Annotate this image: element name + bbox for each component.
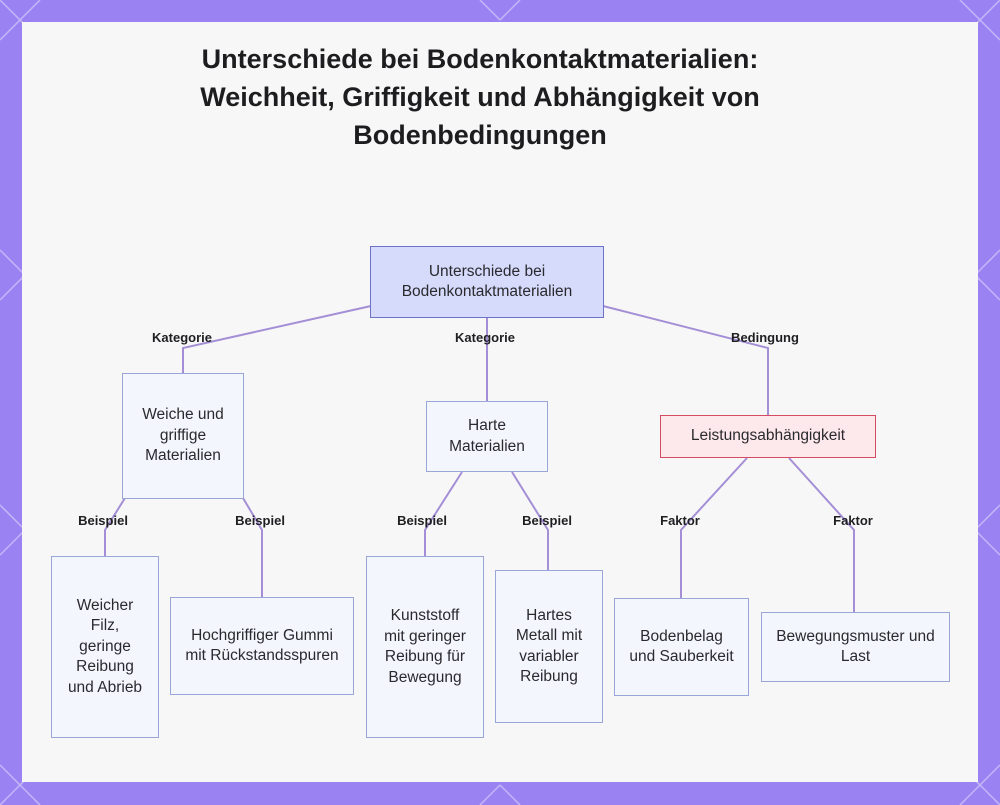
node-floor-label: Bodenbelag und Sauberkeit	[629, 627, 734, 666]
edge-root-perf	[602, 305, 769, 415]
edge-root-soft	[182, 305, 372, 373]
node-performance-dependency-label: Leistungsabhängigkeit	[690, 427, 846, 445]
edge-label-root-soft: Kategorie	[152, 330, 212, 345]
edge-label-hard-metal: Beispiel	[522, 513, 572, 528]
edge-label-soft-rubber: Beispiel	[235, 513, 285, 528]
node-root[interactable]: Unterschiede bei Bodenkontaktmaterialien	[370, 246, 604, 318]
edge-perf-floor	[680, 457, 748, 598]
edge-label-root-hard: Kategorie	[455, 330, 515, 345]
node-felt-label: Weicher Filz, geringe Reibung und Abrieb	[67, 596, 143, 696]
edge-label-soft-felt: Beispiel	[78, 513, 128, 528]
edge-label-perf-floor: Faktor	[660, 513, 700, 528]
node-motion-label: Bewegungsmuster und Last	[776, 627, 935, 666]
diagram-title: Unterschiede bei Bodenkontaktmaterialien…	[200, 44, 760, 150]
node-soft-materials-label: Weiche und griffige Materialien	[142, 406, 224, 465]
edge-soft-felt	[104, 497, 126, 556]
edge-hard-plastic	[424, 471, 463, 556]
node-root-label: Unterschiede bei Bodenkontaktmaterialien	[401, 262, 573, 301]
edge-label-root-perf: Bedingung	[731, 330, 799, 345]
edge-hard-metal	[511, 471, 549, 570]
node-hard-materials-label: Harte Materialien	[449, 417, 525, 455]
node-hard-materials[interactable]: Harte Materialien	[426, 401, 548, 472]
node-floor[interactable]: Bodenbelag und Sauberkeit	[614, 598, 749, 696]
node-plastic[interactable]: Kunststoff mit geringer Reibung für Bewe…	[366, 556, 484, 738]
node-performance-dependency[interactable]: Leistungsabhängigkeit	[660, 415, 876, 458]
edge-soft-rubber	[242, 497, 263, 597]
node-felt[interactable]: Weicher Filz, geringe Reibung und Abrieb	[51, 556, 159, 738]
node-soft-materials[interactable]: Weiche und griffige Materialien	[122, 373, 244, 499]
node-rubber[interactable]: Hochgriffiger Gummi mit Rückstandsspuren	[170, 597, 354, 695]
node-metal[interactable]: Hartes Metall mit variabler Reibung	[495, 570, 603, 723]
edge-perf-motion	[788, 457, 855, 612]
node-rubber-label: Hochgriffiger Gummi mit Rückstandsspuren	[185, 626, 339, 665]
edge-label-perf-motion: Faktor	[833, 513, 873, 528]
node-plastic-label: Kunststoff mit geringer Reibung für Bewe…	[384, 607, 466, 686]
node-metal-label: Hartes Metall mit variabler Reibung	[515, 606, 583, 686]
edge-label-hard-plastic: Beispiel	[397, 513, 447, 528]
node-motion[interactable]: Bewegungsmuster und Last	[761, 612, 950, 682]
